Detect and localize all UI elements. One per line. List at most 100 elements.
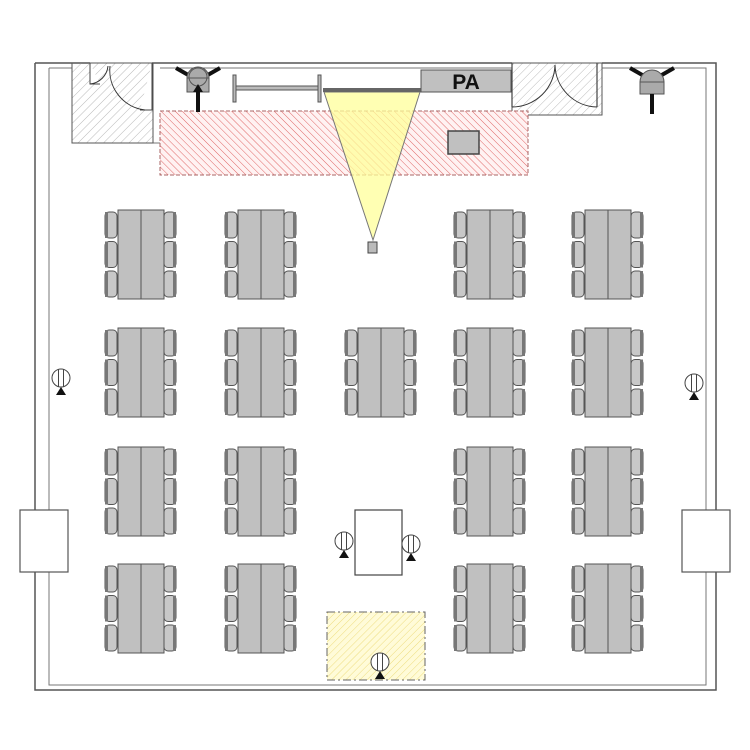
microphone-icon[interactable] xyxy=(334,531,354,558)
chair[interactable] xyxy=(104,565,118,593)
chair[interactable] xyxy=(163,211,177,239)
chair[interactable] xyxy=(224,329,238,357)
chair[interactable] xyxy=(344,359,358,386)
chair[interactable] xyxy=(104,595,118,622)
chair[interactable] xyxy=(630,270,644,298)
chair[interactable] xyxy=(630,624,644,652)
chair[interactable] xyxy=(104,624,118,652)
table-cluster[interactable] xyxy=(104,446,177,537)
chair[interactable] xyxy=(453,388,467,416)
chair[interactable] xyxy=(512,565,526,593)
presenter-table[interactable] xyxy=(354,509,403,576)
chair[interactable] xyxy=(453,507,467,535)
chair[interactable] xyxy=(512,507,526,535)
chair[interactable] xyxy=(283,448,297,476)
table-cluster[interactable] xyxy=(104,327,177,418)
chair[interactable] xyxy=(571,448,585,476)
chair[interactable] xyxy=(163,270,177,298)
microphone-icon[interactable] xyxy=(370,652,390,679)
chair[interactable] xyxy=(163,507,177,535)
chair[interactable] xyxy=(224,624,238,652)
lectern[interactable] xyxy=(447,130,480,155)
chair[interactable] xyxy=(104,448,118,476)
chair[interactable] xyxy=(163,624,177,652)
chair[interactable] xyxy=(453,565,467,593)
chair[interactable] xyxy=(283,211,297,239)
chair[interactable] xyxy=(453,241,467,268)
chair[interactable] xyxy=(283,565,297,593)
table-cluster[interactable] xyxy=(224,209,297,300)
chair[interactable] xyxy=(283,241,297,268)
table-cluster[interactable] xyxy=(453,446,526,537)
microphone-icon[interactable] xyxy=(51,368,71,395)
chair[interactable] xyxy=(283,478,297,505)
chair[interactable] xyxy=(224,478,238,505)
table-cluster[interactable] xyxy=(571,327,644,418)
chair[interactable] xyxy=(571,241,585,268)
chair[interactable] xyxy=(453,211,467,239)
chair[interactable] xyxy=(403,329,417,357)
microphone-icon[interactable] xyxy=(401,534,421,561)
chair[interactable] xyxy=(571,329,585,357)
chair[interactable] xyxy=(453,359,467,386)
chair[interactable] xyxy=(344,329,358,357)
chair[interactable] xyxy=(224,211,238,239)
chair[interactable] xyxy=(283,270,297,298)
chair[interactable] xyxy=(224,507,238,535)
chair[interactable] xyxy=(571,211,585,239)
chair[interactable] xyxy=(630,478,644,505)
chair[interactable] xyxy=(104,329,118,357)
chair[interactable] xyxy=(512,448,526,476)
chair[interactable] xyxy=(512,595,526,622)
chair[interactable] xyxy=(630,329,644,357)
chair[interactable] xyxy=(630,507,644,535)
camera-icon[interactable] xyxy=(175,66,221,112)
chair[interactable] xyxy=(403,388,417,416)
chair[interactable] xyxy=(453,624,467,652)
chair[interactable] xyxy=(344,388,358,416)
chair[interactable] xyxy=(163,478,177,505)
chair[interactable] xyxy=(104,388,118,416)
chair[interactable] xyxy=(453,270,467,298)
table-cluster[interactable] xyxy=(571,209,644,300)
chair[interactable] xyxy=(163,359,177,386)
chair[interactable] xyxy=(104,241,118,268)
chair[interactable] xyxy=(512,388,526,416)
table-cluster[interactable] xyxy=(571,563,644,654)
chair[interactable] xyxy=(571,478,585,505)
chair[interactable] xyxy=(104,507,118,535)
chair[interactable] xyxy=(163,241,177,268)
chair[interactable] xyxy=(163,565,177,593)
chair[interactable] xyxy=(283,507,297,535)
chair[interactable] xyxy=(283,359,297,386)
table-cluster[interactable] xyxy=(224,446,297,537)
table-cluster[interactable] xyxy=(453,327,526,418)
chair[interactable] xyxy=(163,329,177,357)
table-cluster[interactable] xyxy=(453,563,526,654)
chair[interactable] xyxy=(512,359,526,386)
right-door[interactable] xyxy=(511,62,603,116)
chair[interactable] xyxy=(163,448,177,476)
chair[interactable] xyxy=(571,565,585,593)
chair[interactable] xyxy=(104,478,118,505)
chair[interactable] xyxy=(453,329,467,357)
chair[interactable] xyxy=(571,270,585,298)
chair[interactable] xyxy=(104,211,118,239)
chair[interactable] xyxy=(512,270,526,298)
table-cluster[interactable] xyxy=(104,209,177,300)
table-cluster[interactable] xyxy=(224,563,297,654)
chair[interactable] xyxy=(512,241,526,268)
table-cluster[interactable] xyxy=(453,209,526,300)
chair[interactable] xyxy=(104,359,118,386)
chair[interactable] xyxy=(571,359,585,386)
table-cluster[interactable] xyxy=(571,446,644,537)
chair[interactable] xyxy=(571,595,585,622)
chair[interactable] xyxy=(224,359,238,386)
left-door[interactable] xyxy=(71,62,154,144)
table-cluster[interactable] xyxy=(224,327,297,418)
chair[interactable] xyxy=(630,359,644,386)
chair[interactable] xyxy=(163,595,177,622)
chair[interactable] xyxy=(224,595,238,622)
camera-icon[interactable] xyxy=(629,66,675,114)
chair[interactable] xyxy=(224,388,238,416)
